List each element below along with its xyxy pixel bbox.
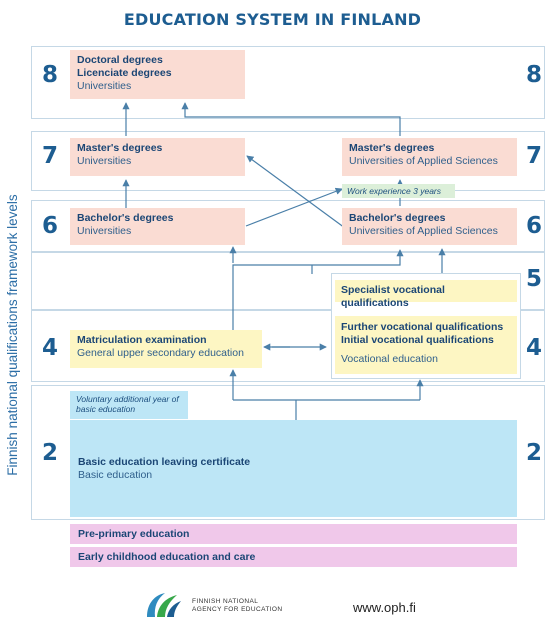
further-vocational-title: Further vocational qualifications bbox=[341, 321, 504, 333]
masters-university-sub: Universities bbox=[77, 155, 132, 167]
work-experience-text: Work experience 3 years bbox=[347, 186, 442, 196]
masters-uas-box: Master's degrees Universities of Applied… bbox=[342, 138, 517, 176]
matriculation-box: Matriculation examination General upper … bbox=[70, 330, 262, 368]
level-7-left: 7 bbox=[42, 143, 59, 169]
pre-primary-title: Pre-primary education bbox=[78, 528, 190, 540]
bachelors-university-sub: Universities bbox=[77, 225, 132, 237]
basic-education-title: Basic education leaving certificate bbox=[78, 456, 251, 468]
page-title: EDUCATION SYSTEM IN FINLAND bbox=[123, 10, 422, 29]
matriculation-sub: General upper secondary education bbox=[77, 347, 244, 359]
masters-university-box: Master's degrees Universities bbox=[70, 138, 245, 176]
doctoral-title: Doctoral degrees bbox=[77, 54, 163, 66]
bachelors-university-box: Bachelor's degrees Universities bbox=[70, 208, 245, 245]
bachelors-uas-title: Bachelor's degrees bbox=[349, 212, 446, 224]
matriculation-title: Matriculation examination bbox=[77, 334, 207, 346]
agency-name: FINNISH NATIONAL AGENCY FOR EDUCATION bbox=[192, 598, 282, 614]
agency-line-1: FINNISH NATIONAL bbox=[192, 598, 259, 605]
level-5-right: 5 bbox=[526, 266, 543, 292]
pre-primary-box: Pre-primary education bbox=[70, 524, 517, 544]
level-7-right: 7 bbox=[526, 143, 543, 169]
masters-uas-title: Master's degrees bbox=[349, 142, 435, 154]
masters-uas-sub: Universities of Applied Sciences bbox=[349, 155, 498, 167]
bachelors-uas-box: Bachelor's degrees Universities of Appli… bbox=[342, 208, 517, 245]
vocational-box: Further vocational qualifications Initia… bbox=[335, 316, 517, 374]
level-4-left: 4 bbox=[42, 335, 59, 361]
basic-education-sub: Basic education bbox=[78, 469, 153, 481]
initial-vocational-title: Initial vocational qualifications bbox=[341, 334, 494, 346]
specialist-vocational-box: Specialist vocational qualifications bbox=[335, 280, 517, 309]
website-link[interactable]: www.oph.fi bbox=[353, 600, 416, 615]
licenciate-title: Licenciate degrees bbox=[77, 67, 172, 79]
vocational-sub: Vocational education bbox=[341, 353, 438, 365]
work-experience-box: Work experience 3 years bbox=[342, 184, 455, 198]
voluntary-year-box: Voluntary additional year of basic educa… bbox=[70, 391, 188, 419]
ecec-box: Early childhood education and care bbox=[70, 547, 517, 567]
basic-education-box: Basic education leaving certificate Basi… bbox=[70, 420, 517, 517]
doctoral-degrees-box: Doctoral degrees Licenciate degrees Univ… bbox=[70, 50, 245, 99]
level-8-left: 8 bbox=[42, 62, 59, 88]
level-8-right: 8 bbox=[526, 62, 543, 88]
agency-logo-icon bbox=[147, 593, 181, 617]
masters-university-title: Master's degrees bbox=[77, 142, 163, 154]
voluntary-year-text: Voluntary additional year of basic educa… bbox=[76, 394, 179, 414]
level-6-left: 6 bbox=[42, 213, 59, 239]
bachelors-uas-sub: Universities of Applied Sciences bbox=[349, 225, 498, 237]
ecec-title: Early childhood education and care bbox=[78, 551, 256, 563]
level-2-right: 2 bbox=[526, 440, 543, 466]
doctoral-sub: Universities bbox=[77, 80, 132, 92]
level-4-right: 4 bbox=[526, 335, 543, 361]
level-6-right: 6 bbox=[526, 213, 543, 239]
agency-line-2: AGENCY FOR EDUCATION bbox=[192, 606, 283, 613]
specialist-vocational-title: Specialist vocational qualifications bbox=[341, 284, 445, 309]
bachelors-university-title: Bachelor's degrees bbox=[77, 212, 174, 224]
level-2-left: 2 bbox=[42, 440, 59, 466]
